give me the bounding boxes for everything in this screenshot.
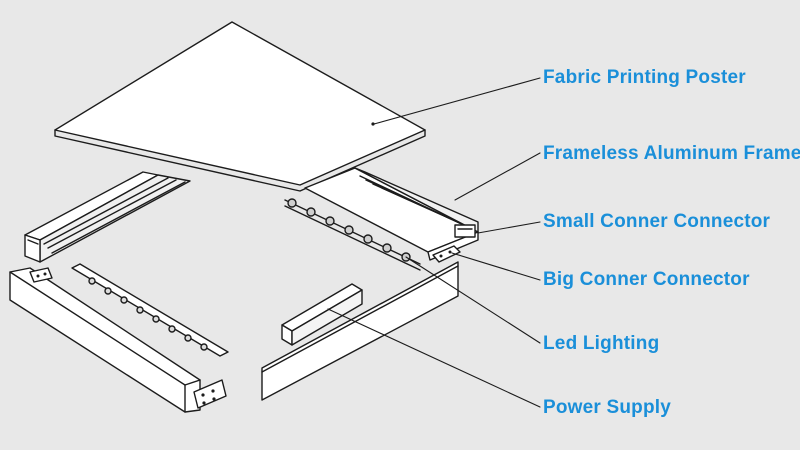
power-supply-box	[281, 283, 363, 346]
label-led-lighting: Led Lighting	[543, 333, 660, 354]
label-frameless-aluminum-frame: Frameless Aluminum Frame	[543, 143, 800, 164]
frame-rail-left	[24, 171, 191, 263]
side-panel-left	[9, 267, 227, 413]
led-strip-on-frame	[284, 198, 421, 271]
led-strip-loose	[71, 263, 229, 357]
leader-lines	[327, 77, 541, 408]
big-corner-connector	[432, 245, 461, 263]
label-power-supply: Power Supply	[543, 397, 672, 418]
side-panel-right	[261, 261, 459, 401]
fabric-poster-sheet	[54, 21, 426, 192]
label-small-conner-connector: Small Conner Connector	[543, 211, 771, 232]
label-fabric-printing-poster: Fabric Printing Poster	[543, 67, 746, 88]
label-big-conner-connector: Big Conner Connector	[543, 269, 750, 290]
